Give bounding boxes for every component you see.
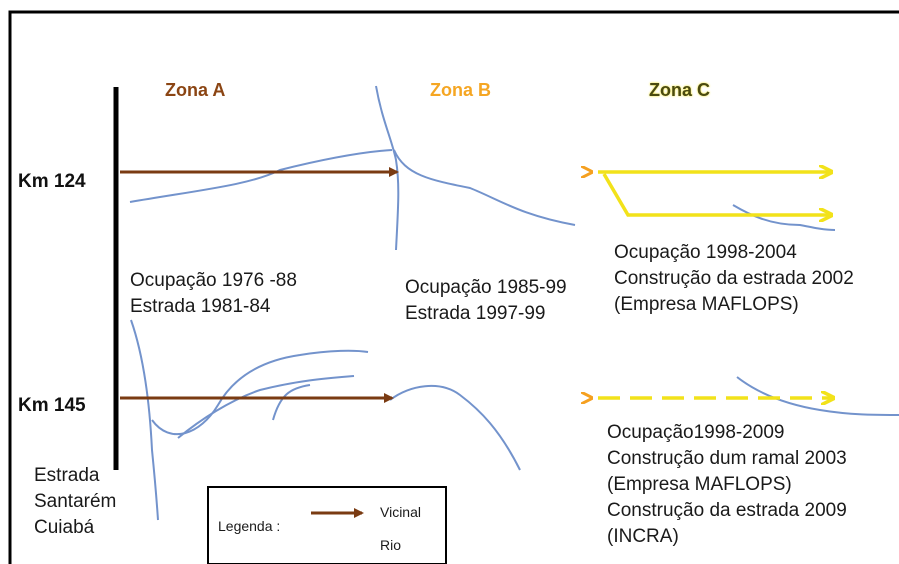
note-zone-a-occupation: Ocupação 1976 -88 <box>130 270 297 291</box>
road-name-line-2: Santarém <box>34 491 117 512</box>
road-km124-zone-c-branch <box>602 173 830 215</box>
river-top-b <box>393 149 576 226</box>
road-name-line-3: Cuiabá <box>34 517 95 538</box>
note-zone-b-occupation: Ocupação 1985-99 <box>405 277 567 298</box>
river-vertical-b <box>375 85 400 251</box>
zone-b-label: Zona B <box>430 80 491 100</box>
legend-vicinal-label: Vicinal <box>380 504 421 520</box>
legend-rio-label: Rio <box>380 537 402 553</box>
river-bottom-a3 <box>272 384 311 421</box>
river-bottom-left <box>130 319 159 521</box>
river-bottom-b <box>389 384 521 471</box>
zone-c-label: Zona C <box>649 80 710 100</box>
frame-border <box>8 10 899 564</box>
river-bottom-a1 <box>151 349 369 436</box>
note-zone-c-bottom-incra: (INCRA) <box>607 526 679 547</box>
note-zone-c-bottom-road: Construção da estrada 2009 <box>607 500 847 521</box>
river-top-c <box>732 204 836 231</box>
river-bottom-a2 <box>177 375 355 439</box>
note-zone-c-bottom-occupation: Ocupação1998-2009 <box>607 422 785 443</box>
note-zone-a-road: Estrada 1981-84 <box>130 296 271 317</box>
river-bottom-c <box>736 376 899 416</box>
note-zone-c-bottom-company: (Empresa MAFLOPS) <box>607 474 792 495</box>
km-124-label: Km 124 <box>18 171 86 192</box>
note-zone-b-road: Estrada 1997-99 <box>405 303 546 324</box>
legend-title: Legenda : <box>218 518 281 534</box>
legend-box <box>207 486 447 564</box>
note-zone-c-top-occupation: Ocupação 1998-2004 <box>614 242 797 263</box>
river-top-a <box>129 149 393 203</box>
note-zone-c-top-construction: Construção da estrada 2002 <box>614 268 854 289</box>
note-zone-c-top-company: (Empresa MAFLOPS) <box>614 294 799 315</box>
zone-a-label: Zona A <box>165 80 226 100</box>
road-name-line-1: Estrada <box>34 465 100 486</box>
note-zone-c-bottom-branch: Construção dum ramal 2003 <box>607 448 847 469</box>
km-145-label: Km 145 <box>18 395 86 416</box>
